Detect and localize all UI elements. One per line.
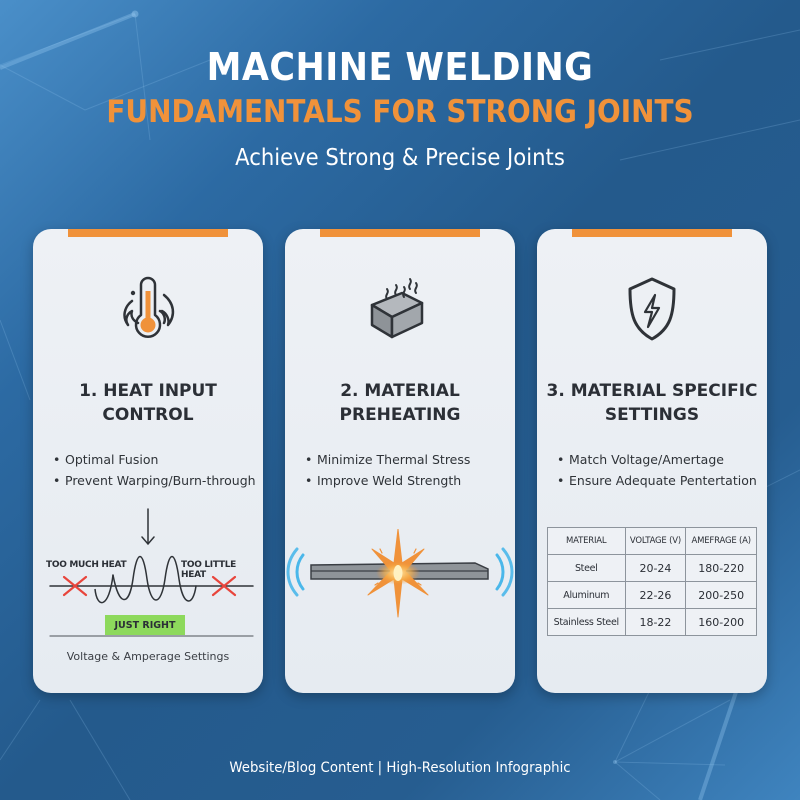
card-material-preheating: 2. MATERIAL PREHEATING Minimize Thermal … (285, 229, 515, 693)
column-header: AMEFRAGE (A) (685, 527, 757, 555)
just-right-badge: JUST RIGHT (105, 615, 185, 635)
settings-table: MATERIAL VOLTAGE (V) AMEFRAGE (A) Steel … (547, 527, 757, 636)
welding-plate-spark-icon (285, 528, 515, 639)
page-title: MACHINE WELDING (206, 45, 594, 89)
table-header-row: MATERIAL VOLTAGE (V) AMEFRAGE (A) (547, 527, 757, 555)
too-much-heat-label: TOO MUCH HEAT (46, 560, 127, 570)
bullet-item: Match Voltage/Amertage (557, 449, 767, 470)
card-accent-bar (68, 229, 228, 237)
table-cell: Stainless Steel (547, 608, 626, 636)
card-material-specific-settings: 3. MATERIAL SPECIFIC SETTINGS Match Volt… (537, 229, 767, 693)
card-bullet-list: Match Voltage/Amertage Ensure Adequate P… (557, 449, 767, 491)
card-bullet-list: Minimize Thermal Stress Improve Weld Str… (305, 449, 515, 491)
bullet-item: Minimize Thermal Stress (305, 449, 515, 470)
table-cell: 18-22 (624, 608, 687, 636)
table-row: Stainless Steel 18-22 160-200 (547, 608, 757, 636)
bullet-item: Optimal Fusion (53, 449, 263, 470)
card-accent-bar (320, 229, 480, 237)
shield-lightning-icon (537, 271, 767, 351)
card-heat-input-control: 1. HEAT INPUT CONTROL Optimal Fusion Pre… (33, 229, 263, 693)
card-accent-bar (572, 229, 732, 237)
page-subtitle: Achieve Strong & Precise Joints (235, 145, 565, 171)
table-row: Aluminum 22-26 200-250 (547, 581, 757, 609)
table-cell: 180-220 (685, 554, 757, 582)
footer-caption: Website/Blog Content | High-Resolution I… (229, 760, 571, 776)
diagram-caption: Voltage & Amperage Settings (66, 650, 230, 663)
bullet-item: Improve Weld Strength (305, 470, 515, 491)
card-heading: 3. MATERIAL SPECIFIC SETTINGS (546, 381, 758, 425)
card-heading: 2. MATERIAL PREHEATING (339, 381, 461, 425)
heat-balance-diagram: TOO MUCH HEAT TOO LITTLE HEAT JUST RIGHT… (33, 499, 263, 679)
table-cell: 22-26 (624, 581, 687, 609)
table-cell: Aluminum (547, 581, 626, 609)
card-bullet-list: Optimal Fusion Prevent Warping/Burn-thro… (53, 449, 263, 491)
heated-block-icon (285, 271, 515, 351)
table-cell: 160-200 (685, 608, 757, 636)
table-cell: Steel (547, 554, 626, 582)
column-header: MATERIAL (547, 527, 626, 555)
page-title-accent: FUNDAMENTALS FOR STRONG JOINTS (106, 94, 694, 130)
bullet-item: Ensure Adequate Pentertation (557, 470, 767, 491)
table-cell: 20-24 (624, 554, 687, 582)
header: MACHINE WELDING FUNDAMENTALS FOR STRONG … (0, 44, 800, 174)
table-row: Steel 20-24 180-220 (547, 554, 757, 582)
table-cell: 200-250 (685, 581, 757, 609)
bullet-item: Prevent Warping/Burn-through (53, 470, 263, 491)
card-heading: 1. HEAT INPUT CONTROL (79, 381, 217, 425)
column-header: VOLTAGE (V) (624, 527, 687, 555)
thermometer-flame-icon (33, 271, 263, 351)
too-little-heat-label: TOO LITTLE HEAT (181, 560, 237, 580)
